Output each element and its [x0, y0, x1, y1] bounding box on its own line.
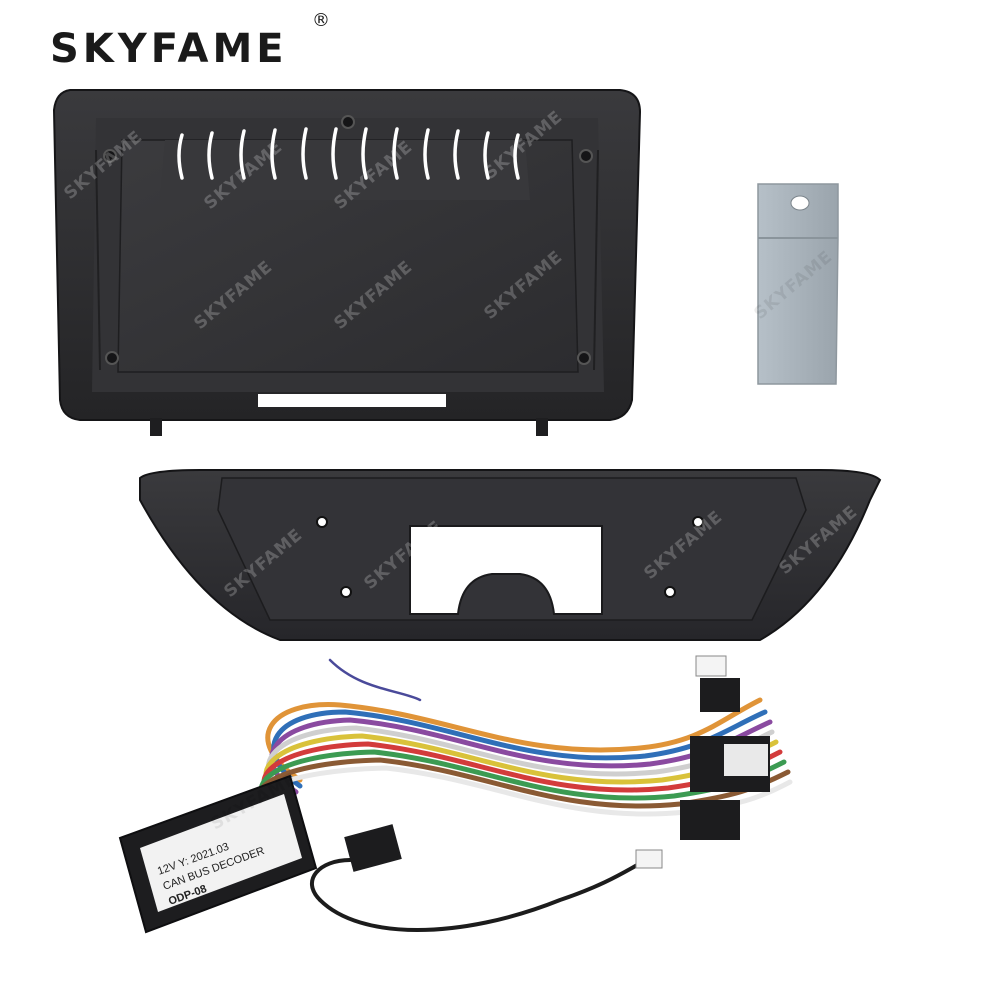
can-bus-decoder: ODP-08 CAN BUS DECODER 12V Y: 2021.03 — [118, 774, 318, 934]
registered-mark: ® — [312, 10, 330, 31]
metal-bracket — [757, 183, 839, 385]
radio-frame — [52, 89, 642, 436]
brand-logo: SKYFAME — [50, 26, 288, 72]
lower-trim-panel — [139, 469, 882, 641]
connectors — [344, 655, 770, 872]
